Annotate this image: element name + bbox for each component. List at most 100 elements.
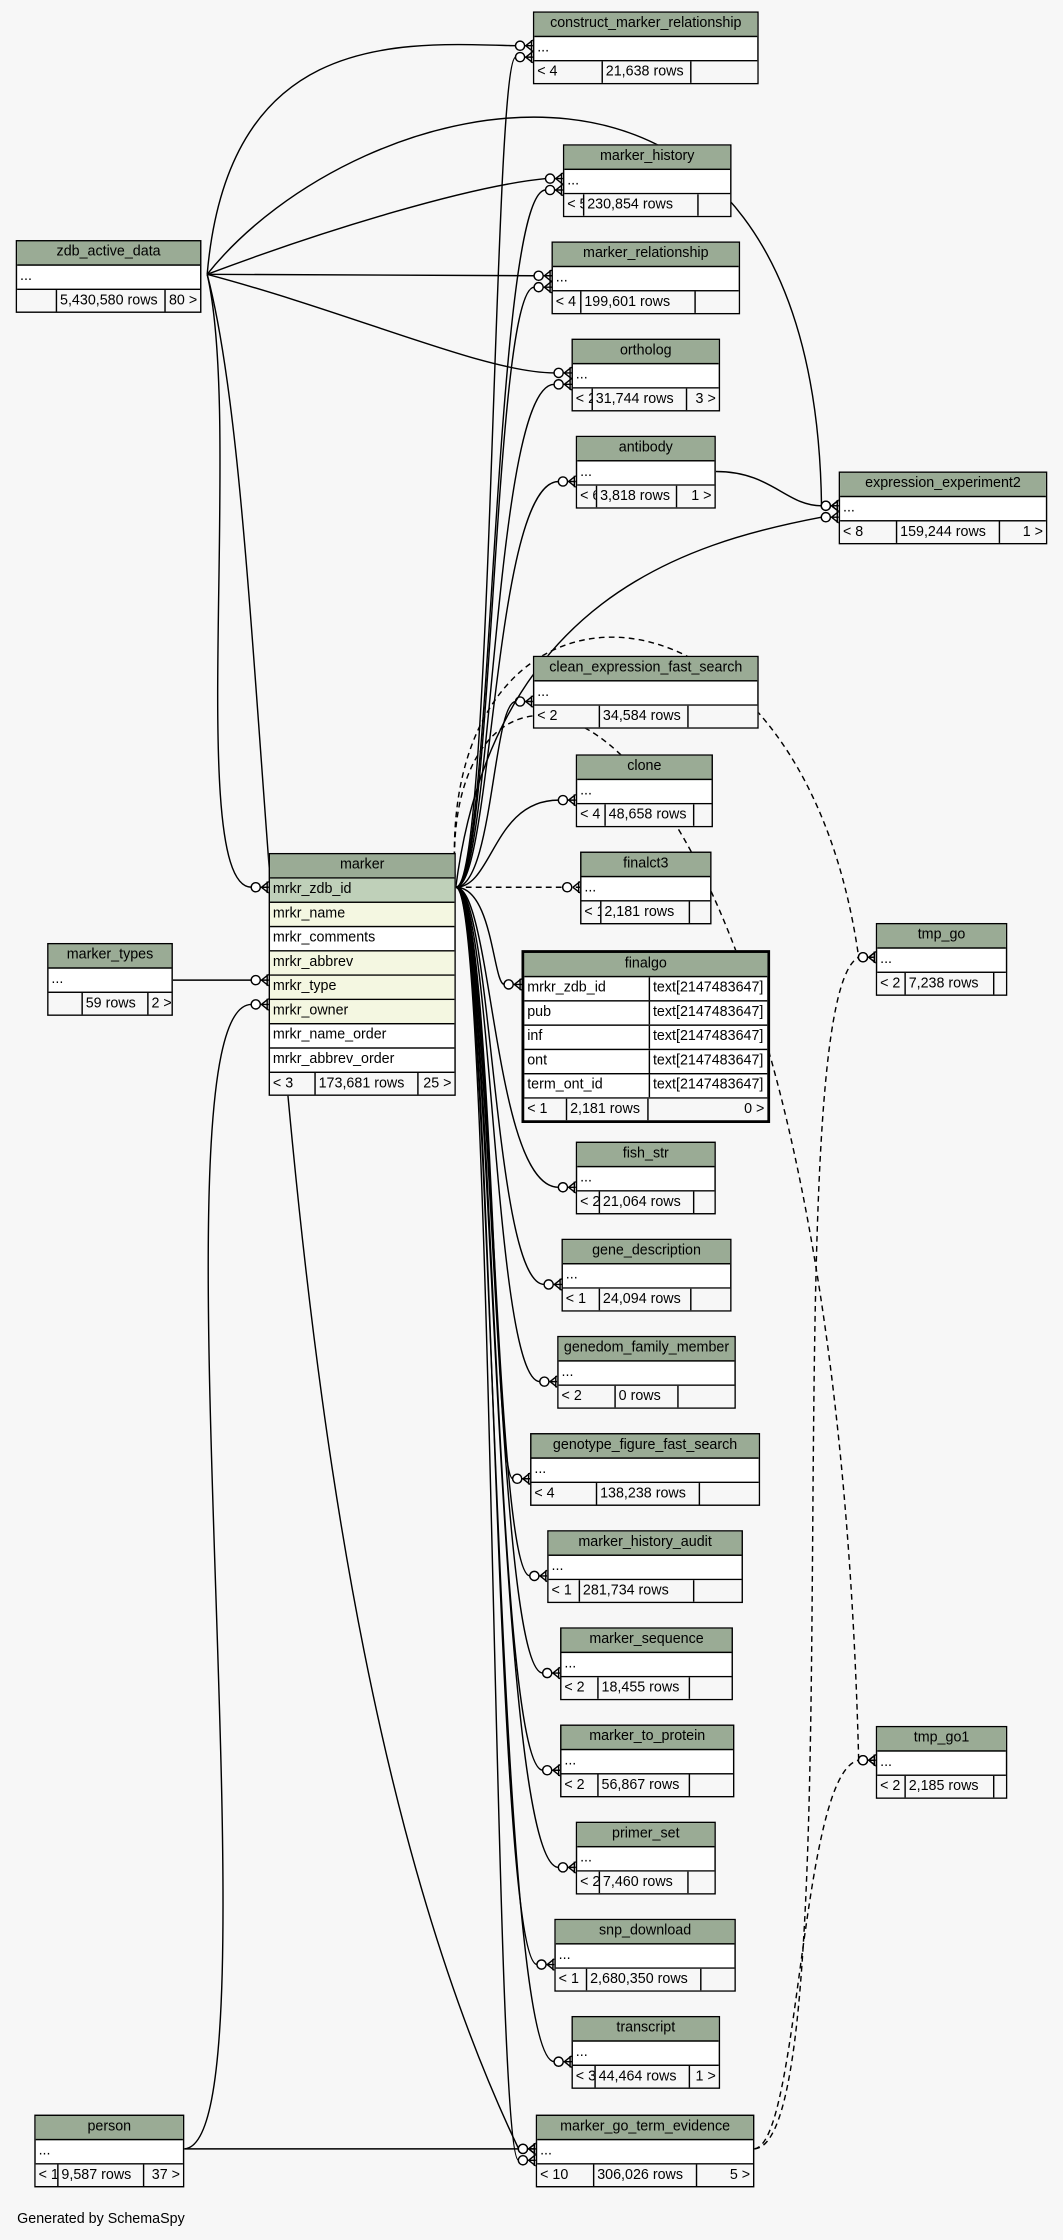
- parents-count[interactable]: < 8: [840, 521, 898, 543]
- collapsed-columns[interactable]: ...: [561, 1750, 733, 1775]
- parents-count[interactable]: < 1: [524, 1098, 568, 1121]
- table-header[interactable]: finalgo: [524, 952, 768, 978]
- children-count[interactable]: [694, 1580, 741, 1601]
- children-count[interactable]: [690, 902, 710, 923]
- children-count[interactable]: 3 >: [695, 391, 716, 408]
- table-header[interactable]: genedom_family_member: [558, 1337, 735, 1362]
- collapsed-columns[interactable]: ...: [581, 877, 711, 902]
- table-header[interactable]: finalct3: [581, 852, 711, 878]
- children-count[interactable]: [690, 1677, 731, 1698]
- table-header[interactable]: construct_marker_relationship: [534, 12, 758, 38]
- column-row[interactable]: mrkr_abbrev_order: [270, 1049, 455, 1073]
- collapsed-columns[interactable]: ...: [17, 266, 201, 291]
- table-header[interactable]: person: [35, 2115, 183, 2141]
- parents-count[interactable]: < 1: [36, 2164, 59, 2187]
- children-count[interactable]: 2 >: [151, 995, 172, 1012]
- table-header[interactable]: marker_types: [48, 944, 172, 969]
- children-count[interactable]: [994, 973, 1005, 994]
- collapsed-columns[interactable]: ...: [577, 1847, 715, 1872]
- parents-count[interactable]: < 2: [559, 1385, 616, 1408]
- children-count[interactable]: [994, 1776, 1005, 1797]
- children-count[interactable]: [689, 706, 758, 727]
- collapsed-columns[interactable]: ...: [877, 949, 1006, 973]
- parents-count[interactable]: < 2: [577, 1191, 601, 1214]
- collapsed-columns[interactable]: ...: [562, 1264, 731, 1289]
- children-count[interactable]: [694, 1192, 714, 1213]
- parents-count[interactable]: [49, 992, 83, 1015]
- collapsed-columns[interactable]: ...: [877, 1752, 1006, 1776]
- children-count[interactable]: [689, 1872, 715, 1893]
- children-count[interactable]: 25 >: [423, 1075, 452, 1092]
- children-count[interactable]: [696, 291, 739, 312]
- parents-count[interactable]: [17, 290, 58, 312]
- children-count[interactable]: [699, 194, 730, 215]
- column-row[interactable]: mrkr_name_order: [270, 1024, 455, 1049]
- column-row[interactable]: mrkr_abbrev: [270, 951, 455, 976]
- table-marker-history[interactable]: marker_history...< 5230,854 rows: [562, 144, 732, 218]
- column-row[interactable]: mrkr_type: [270, 975, 455, 1001]
- collapsed-columns[interactable]: ...: [572, 2042, 719, 2066]
- table-header[interactable]: tmp_go: [877, 924, 1006, 949]
- parents-count[interactable]: < 2: [562, 1677, 599, 1699]
- table-header[interactable]: marker_relationship: [552, 242, 739, 268]
- table-header[interactable]: fish_str: [577, 1143, 715, 1168]
- table-header[interactable]: marker_go_term_evidence: [537, 2115, 753, 2141]
- collapsed-columns[interactable]: ...: [548, 1556, 742, 1581]
- collapsed-columns[interactable]: ...: [552, 267, 739, 292]
- parents-count[interactable]: < 1: [549, 1580, 581, 1602]
- parents-count[interactable]: < 1: [563, 1288, 601, 1311]
- table-header[interactable]: marker_to_protein: [561, 1725, 733, 1751]
- children-count[interactable]: [702, 1969, 735, 1990]
- collapsed-columns[interactable]: ...: [558, 1362, 735, 1386]
- collapsed-columns[interactable]: ...: [534, 37, 758, 62]
- table-header[interactable]: genotype_figure_fast_search: [531, 1434, 759, 1459]
- table-header[interactable]: clone: [577, 755, 712, 781]
- collapsed-columns[interactable]: ...: [48, 969, 172, 993]
- collapsed-columns[interactable]: ...: [564, 170, 731, 195]
- table-header[interactable]: antibody: [577, 437, 715, 462]
- table-header[interactable]: tmp_go1: [877, 1727, 1006, 1752]
- collapsed-columns[interactable]: ...: [840, 497, 1046, 522]
- children-count[interactable]: [692, 1289, 731, 1310]
- table-header[interactable]: ortholog: [572, 340, 719, 365]
- parents-count[interactable]: < 10: [537, 2164, 595, 2187]
- table-finalct3[interactable]: finalct3...< 12,181 rows: [580, 851, 712, 925]
- children-count[interactable]: 5 >: [729, 2167, 751, 2184]
- collapsed-columns[interactable]: ...: [35, 2140, 183, 2165]
- column-row[interactable]: mrkr_comments: [270, 927, 455, 952]
- collapsed-columns[interactable]: ...: [577, 780, 712, 805]
- parents-count[interactable]: < 4: [534, 61, 603, 83]
- table-header[interactable]: expression_experiment2: [840, 472, 1046, 498]
- table-header[interactable]: zdb_active_data: [17, 241, 201, 266]
- children-count[interactable]: [679, 1386, 735, 1407]
- parents-count[interactable]: < 2: [577, 1871, 601, 1894]
- parents-count[interactable]: < 2: [877, 972, 906, 995]
- collapsed-columns[interactable]: ...: [577, 461, 715, 486]
- parents-count[interactable]: < 3: [270, 1072, 316, 1095]
